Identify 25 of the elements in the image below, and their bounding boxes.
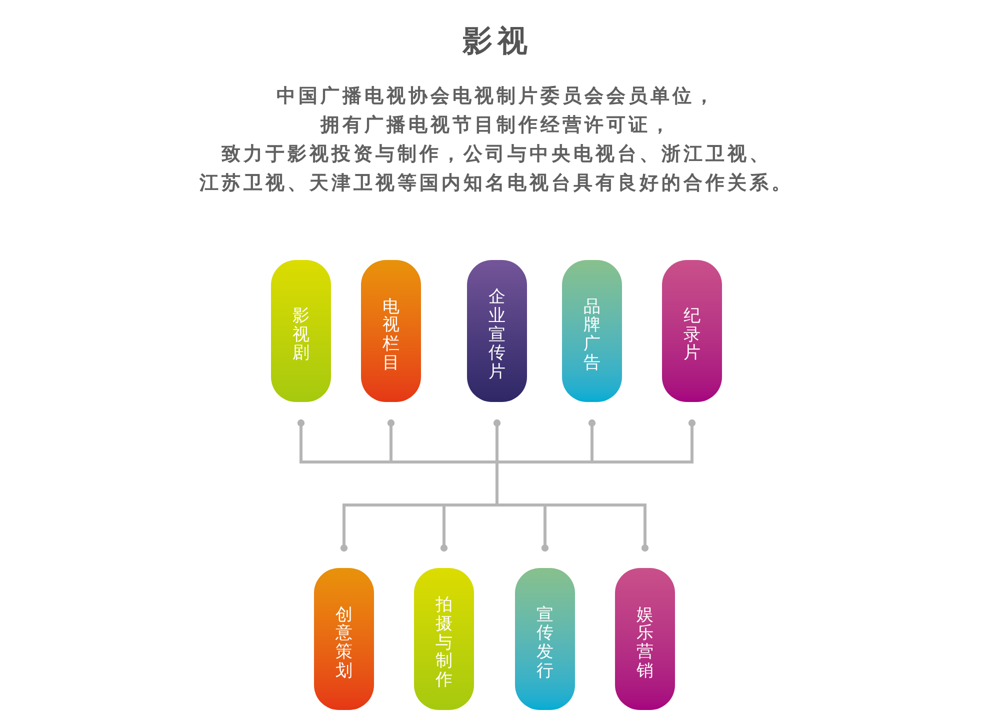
- pill-label: 纪录片: [684, 306, 700, 364]
- intro-text: 江苏卫视、天津卫视等国内知名电视台具有良好的合作关系。: [198, 171, 794, 196]
- connector-line: [493, 419, 501, 462]
- pill-label: 品牌广告: [584, 298, 600, 372]
- pill-label: 影视剧: [292, 306, 310, 364]
- category-pill: [662, 260, 722, 402]
- category-pill: [361, 260, 421, 402]
- pill-label: 企业宣传片: [488, 288, 506, 382]
- pill-label: 电视栏目: [382, 298, 400, 372]
- page-title: 影视: [461, 24, 532, 60]
- pill-label: 宣传发行: [536, 606, 554, 680]
- intro-text: 拥有广播电视节目制作经营许可证，: [319, 113, 672, 138]
- pill-label: 拍摄与制作: [436, 596, 452, 690]
- pill-label: 创意策划: [336, 606, 352, 680]
- category-pill: [414, 568, 474, 710]
- intro-text: 致力于影视投资与制作，公司与中央电视台、浙江卫视、: [220, 142, 772, 167]
- pill-label: 娱乐营销: [636, 606, 654, 680]
- intro-text: 中国广播电视协会电视制片委员会会员单位，: [276, 84, 716, 109]
- connector-line: [497, 504, 649, 552]
- category-pill: [467, 260, 527, 402]
- category-pill: [515, 568, 575, 710]
- category-pill: [271, 260, 331, 402]
- category-pill: [314, 568, 374, 710]
- category-pill: [562, 260, 622, 402]
- category-pill: [615, 568, 675, 710]
